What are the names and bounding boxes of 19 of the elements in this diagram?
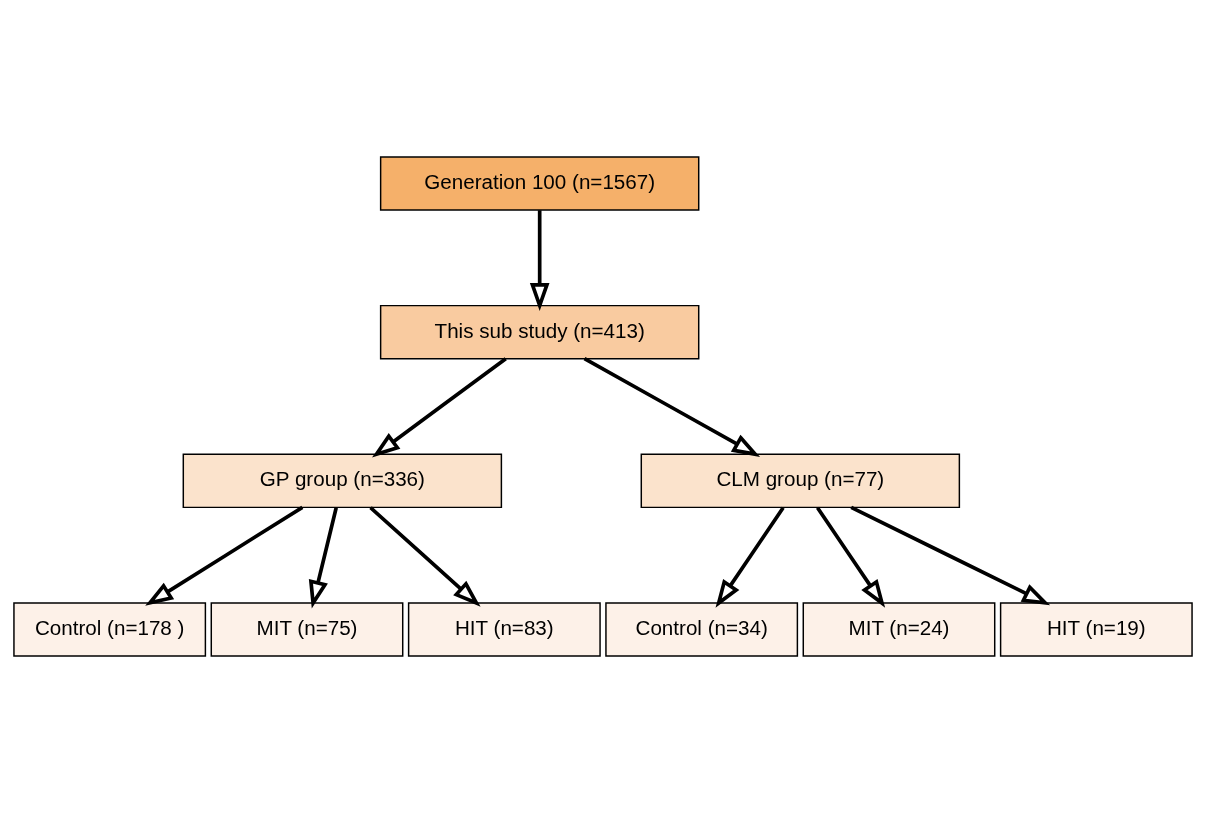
node-box: Generation 100 (n=1567)	[379, 156, 700, 211]
node-box: GP group (n=336)	[182, 453, 503, 509]
arrow	[372, 357, 507, 458]
node-box: This sub study (n=413)	[379, 304, 700, 360]
node-box: HIT (n=19)	[999, 602, 1193, 657]
node-box: MIT (n=24)	[802, 602, 996, 657]
arrow	[529, 210, 550, 312]
node-box: Control (n=34)	[605, 602, 799, 657]
arrow	[583, 357, 761, 457]
arrow	[850, 505, 1051, 606]
arrow	[145, 505, 304, 606]
node-box: MIT (n=75)	[210, 602, 404, 657]
arrow	[308, 507, 338, 609]
arrow	[816, 506, 886, 608]
node-box: CLM group (n=77)	[640, 453, 961, 509]
arrow	[369, 506, 481, 607]
node-box: HIT (n=83)	[407, 602, 601, 657]
node-box: Control (n=178 )	[13, 602, 207, 657]
arrow	[715, 506, 785, 608]
